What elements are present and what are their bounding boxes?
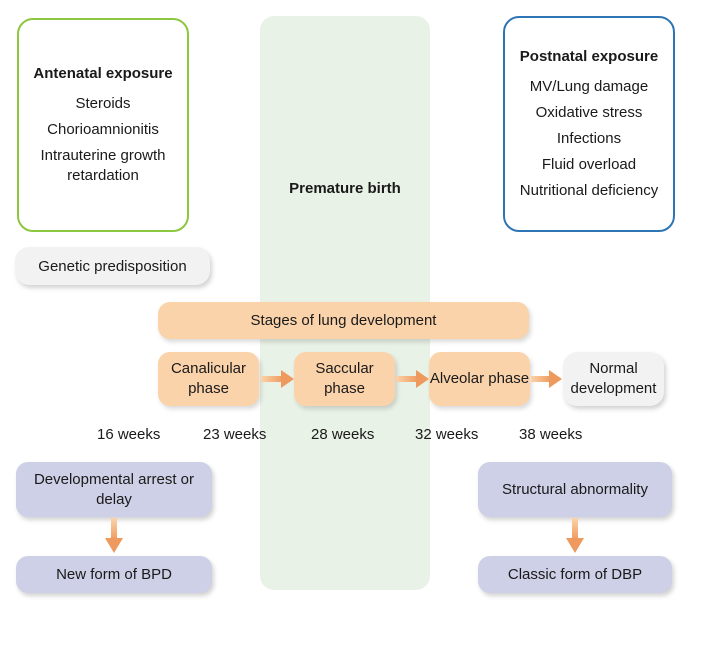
week-label: 23 weeks: [203, 426, 267, 443]
postnatal-title: Postnatal exposure: [519, 48, 659, 65]
postnatal-item: Fluid overload: [541, 156, 637, 173]
postnatal-item: Infections: [556, 130, 622, 147]
antenatal-item: Chorioamnionitis: [47, 121, 159, 138]
saccular-phase-box: Saccular phase: [294, 352, 395, 406]
postnatal-item: Nutritional deficiency: [519, 182, 659, 199]
arrow-right-icon: [531, 370, 562, 388]
new-bpd-box: New form of BPD: [16, 556, 212, 593]
arrow-down-icon: [105, 518, 123, 553]
postnatal-item: Oxidative stress: [535, 104, 643, 121]
antenatal-item: Steroids: [75, 95, 131, 112]
alveolar-phase-box: Alveolar phase: [429, 352, 530, 406]
normal-development-box: Normal development: [563, 352, 664, 406]
week-label: 38 weeks: [519, 426, 583, 443]
canalicular-phase-box: Canalicular phase: [158, 352, 259, 406]
stages-header: Stages of lung development: [158, 302, 529, 339]
week-label: 32 weeks: [415, 426, 479, 443]
week-label: 28 weeks: [311, 426, 375, 443]
arrow-right-icon: [261, 370, 294, 388]
antenatal-exposure-box: Antenatal exposure Steroids Chorioamnion…: [17, 18, 189, 232]
postnatal-exposure-box: Postnatal exposure MV/Lung damage Oxidat…: [503, 16, 675, 232]
antenatal-item: Intrauterine growth retardation: [40, 147, 166, 184]
premature-birth-label: Premature birth: [289, 180, 401, 197]
classic-dbp-box: Classic form of DBP: [478, 556, 672, 593]
postnatal-item: MV/Lung damage: [529, 78, 649, 95]
arrow-down-icon: [566, 518, 584, 553]
week-label: 16 weeks: [97, 426, 161, 443]
genetic-predisposition-box: Genetic predisposition: [15, 247, 210, 285]
antenatal-title: Antenatal exposure: [33, 65, 173, 82]
structural-abnormality-box: Structural abnormality: [478, 462, 672, 517]
arrow-right-icon: [396, 370, 429, 388]
developmental-arrest-box: Developmental arrest or delay: [16, 462, 212, 517]
